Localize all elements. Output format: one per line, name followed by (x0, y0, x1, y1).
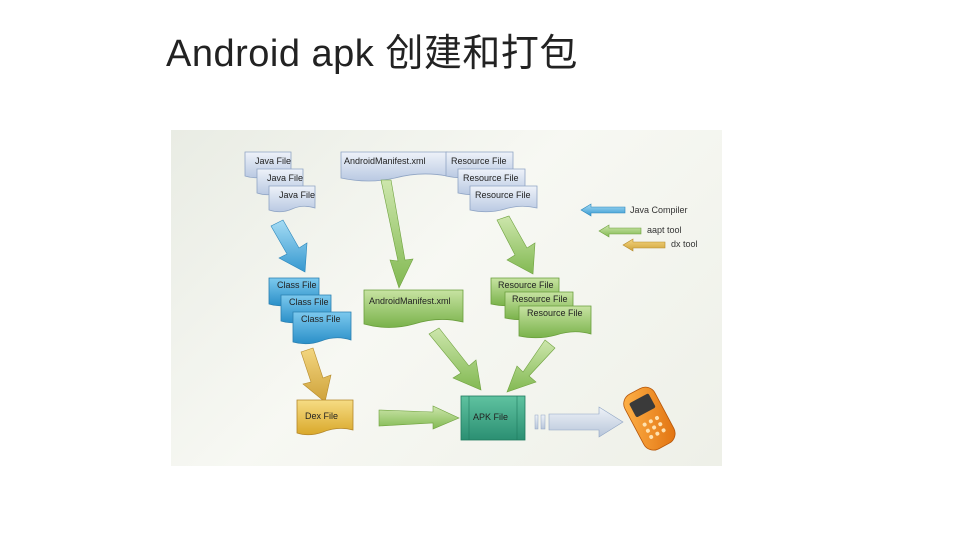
dex-file-doc (296, 399, 354, 436)
manifest-source: AndroidManifest.xml (340, 151, 448, 182)
legend-java-compiler-label: Java Compiler (630, 205, 688, 215)
resource-compiled-doc (518, 305, 592, 339)
resource-compiled: Resource File Resource File Resource Fil… (490, 277, 592, 339)
class-files: Class File Class File Class File (268, 277, 352, 345)
arrow-java-compiler (270, 219, 308, 273)
resource-compiled-label: Resource File (527, 308, 583, 318)
arrow-dx (300, 347, 332, 403)
manifest-source-label: AndroidManifest.xml (344, 156, 426, 166)
java-file-label: Java File (267, 173, 303, 183)
resource-file-label: Resource File (475, 190, 531, 200)
resource-compiled-label: Resource File (498, 280, 554, 290)
apk-file-label: APK File (473, 412, 508, 422)
java-file-label: Java File (279, 190, 315, 200)
legend-arrow-aapt (598, 224, 642, 238)
class-file-label: Class File (277, 280, 317, 290)
class-file-doc (292, 311, 352, 345)
resource-files: Resource File Resource File Resource Fil… (445, 151, 538, 213)
manifest-source-doc (340, 151, 448, 182)
legend: Java Compiler aapt tool dx tool (580, 203, 698, 252)
phone-icon (623, 386, 676, 451)
class-file-label: Class File (301, 314, 341, 324)
arrow-aapt-resources (496, 215, 536, 275)
manifest-compiled: AndroidManifest.xml (363, 289, 464, 328)
resource-file-label: Resource File (451, 156, 507, 166)
arrow-aapt-manifest (380, 179, 414, 289)
arrow-install (534, 406, 624, 438)
dex-file: Dex File (296, 399, 354, 436)
apk-file: APK File (460, 395, 526, 441)
apk-build-diagram: Java File Java File Java File AndroidMan… (171, 130, 722, 466)
java-file-label: Java File (255, 156, 291, 166)
resource-compiled-label: Resource File (512, 294, 568, 304)
manifest-compiled-doc (363, 289, 464, 328)
legend-aapt-label: aapt tool (647, 225, 682, 235)
legend-arrow-java-compiler (580, 203, 626, 217)
dex-file-label: Dex File (305, 411, 338, 421)
java-file-doc (268, 185, 316, 213)
java-files: Java File Java File Java File (244, 151, 316, 213)
arrow-resources-to-apk (506, 339, 556, 393)
diagram-canvas: Java File Java File Java File AndroidMan… (244, 151, 698, 451)
class-file-label: Class File (289, 297, 329, 307)
resource-file-label: Resource File (463, 173, 519, 183)
apk-file-box (460, 395, 526, 441)
resource-file-doc (469, 185, 538, 213)
arrow-manifest-to-apk (428, 327, 482, 391)
arrow-dex-to-apk (378, 405, 460, 430)
slide-title: Android apk 创建和打包 (166, 33, 578, 75)
manifest-compiled-label: AndroidManifest.xml (369, 296, 451, 306)
legend-dx-label: dx tool (671, 239, 698, 249)
legend-arrow-dx (622, 238, 666, 252)
